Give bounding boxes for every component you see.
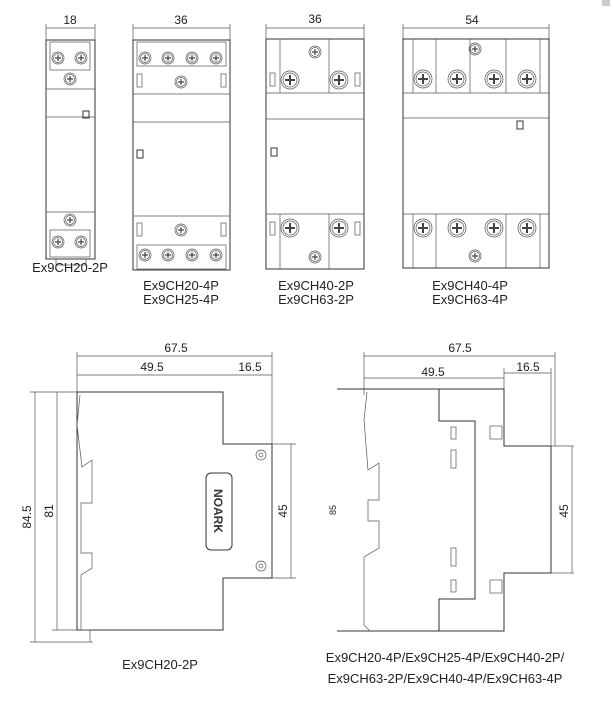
noark-logo: NOARK xyxy=(211,489,225,533)
model-label: Ex9CH25-4P xyxy=(143,292,219,307)
width-dimension: 54 xyxy=(465,13,479,27)
model-label: Ex9CH20-2P xyxy=(32,260,108,275)
front-depth-dimension: 49.5 xyxy=(140,360,164,374)
model-label: Ex9CH20-4P xyxy=(143,278,219,293)
front-view-ex9ch40-4p: 54 Ex9CH40-4P Ex9CH63-4P xyxy=(402,13,550,307)
inner-height-dimension: 81 xyxy=(42,504,56,518)
front-view-ex9ch20-2p: 18 Ex9CH20-2P xyxy=(32,13,108,275)
rail-dimension: 45 xyxy=(276,504,290,518)
width-dimension: 18 xyxy=(63,13,77,27)
model-label: Ex9CH40-4P xyxy=(432,278,508,293)
side-view-ex9ch20-2p: 67.5 49.5 16.5 84.5 81 45 NOARK Ex9CH20-… xyxy=(20,341,296,672)
rear-depth-dimension: 16.5 xyxy=(516,360,540,374)
rail-dimension: 45 xyxy=(557,504,571,518)
model-label: Ex9CH63-2P xyxy=(278,292,354,307)
model-label: Ex9CH20-2P xyxy=(122,657,198,672)
model-label: Ex9CH40-2P xyxy=(278,278,354,293)
front-depth-dimension: 49.5 xyxy=(421,365,445,379)
width-dimension: 36 xyxy=(308,12,322,26)
model-label: Ex9CH63-2P/Ex9CH40-4P/Ex9CH63-4P xyxy=(328,671,563,686)
front-view-ex9ch20-4p: 36 Ex9CH20-4P Ex9CH25-4P xyxy=(132,13,231,307)
rear-depth-dimension: 16.5 xyxy=(238,360,262,374)
width-dimension: 36 xyxy=(174,13,188,27)
model-label: Ex9CH20-4P/Ex9CH25-4P/Ex9CH40-2P/ xyxy=(326,650,565,665)
side-view-multi-pole: 67.5 49.5 16.5 85 45 Ex9CH20-4P/Ex9CH25-… xyxy=(326,341,574,686)
model-label: Ex9CH63-4P xyxy=(432,292,508,307)
depth-dimension: 67.5 xyxy=(164,341,188,355)
front-view-ex9ch40-2p: 36 Ex9CH40-2P Ex9CH63-2P xyxy=(265,12,365,307)
height-dimension: 85 xyxy=(328,505,338,515)
corner-mark xyxy=(602,0,610,6)
outer-height-dimension: 84.5 xyxy=(20,505,34,529)
depth-dimension: 67.5 xyxy=(448,341,472,355)
